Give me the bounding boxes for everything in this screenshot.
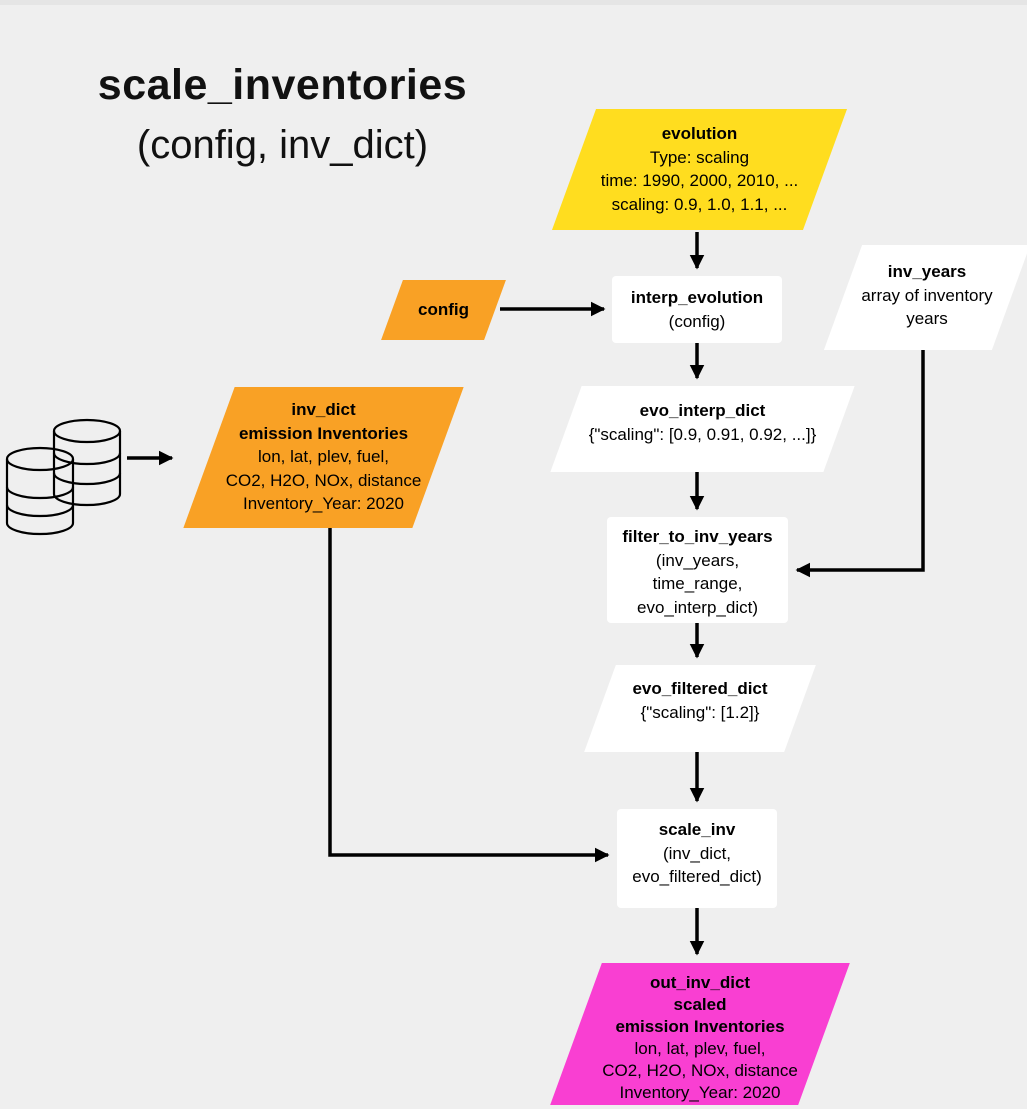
inv-years-node: inv_years array of inventory years [823,245,1027,350]
inv-dict-node: inv_dict emission Inventories lon, lat, … [183,387,464,528]
interp-evolution-title: interp_evolution [630,288,764,307]
database-stack-icon [5,418,122,536]
interp-evolution-line: (config) [668,311,726,331]
config-node: config [381,280,506,340]
scale-inv-node: scale_inv (inv_dict, evo_filtered_dict) [617,809,777,908]
filter-to-inv-years-title: filter_to_inv_years [622,527,773,546]
interp-evolution-node: interp_evolution (config) [612,276,782,343]
evolution-node: evolution Type: scaling time: 1990, 2000… [551,109,848,230]
filter-to-inv-years-shape [607,517,788,623]
scale-inv-title: scale_inv [658,820,736,839]
function-params: (config, inv_dict) [136,123,429,167]
evo-interp-dict-node: evo_interp_dict {"scaling": [0.9, 0.91, … [550,386,855,472]
evo-interp-dict-title: evo_interp_dict [639,401,766,420]
evo-interp-dict-line: {"scaling": [0.9, 0.91, 0.92, ...]} [588,424,817,444]
out-inv-dict-node: out_inv_dict scaled emission Inventories… [550,963,850,1105]
evolution-title: evolution [661,124,738,143]
filter-to-inv-years-line: (inv_years, [655,550,740,570]
evolution-line: scaling: 0.9, 1.0, 1.1, ... [611,194,788,214]
scale-inv-line: evo_filtered_dict) [632,867,762,886]
evo-filtered-dict-line: {"scaling": [1.2]} [640,702,760,722]
evo-filtered-dict-node: evo_filtered_dict {"scaling": [1.2]} [584,665,816,752]
out-inv-dict-subtitle2: emission Inventories [615,1017,785,1036]
top-strip [0,0,1027,5]
inv-dict-subtitle: emission Inventories [238,423,409,443]
out-inv-dict-line: lon, lat, plev, fuel, [634,1039,766,1058]
inv-years-line: years [906,309,948,328]
filter-to-inv-years-line: evo_interp_dict) [637,597,758,617]
out-inv-dict-line: Inventory_Year: 2020 [619,1083,781,1102]
evolution-line: Type: scaling [649,147,750,167]
function-name: scale_inventories [97,61,468,109]
inv-years-title: inv_years [887,262,967,281]
scale-inv-line: (inv_dict, [662,843,732,863]
out-inv-dict-line: CO2, H2O, NOx, distance [602,1061,798,1080]
inv-dict-title: inv_dict [291,400,356,419]
scale-inv-shape [617,809,777,908]
connector-inv-dict-to-scale-inv [328,528,610,863]
config-title: config [418,300,469,320]
out-inv-dict-title: out_inv_dict [649,973,751,992]
interp-evolution-shape [612,276,782,343]
evolution-line: time: 1990, 2000, 2010, ... [600,171,799,190]
evo-filtered-dict-title: evo_filtered_dict [632,679,768,698]
inv-dict-line: lon, lat, plev, fuel, [257,447,390,466]
inv-dict-line: CO2, H2O, NOx, distance [225,470,422,490]
filter-to-inv-years-node: filter_to_inv_years (inv_years, time_ran… [607,517,788,623]
inv-years-line: array of inventory [861,285,993,305]
page-title: scale_inventories (config, inv_dict) [55,55,510,175]
filter-to-inv-years-line: time_range, [652,574,743,593]
inv-dict-line: Inventory_Year: 2020 [243,494,404,513]
out-inv-dict-subtitle: scaled [673,995,727,1014]
